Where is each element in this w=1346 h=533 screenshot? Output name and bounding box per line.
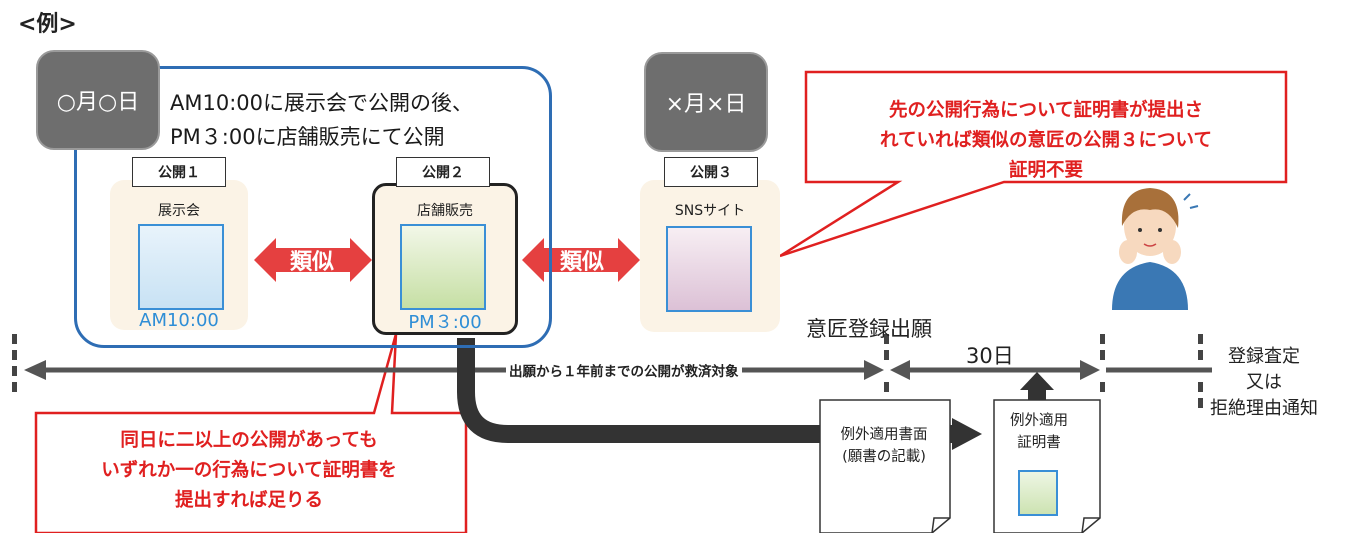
- callout-bottom-line-1: 同日に二以上の公開があっても: [120, 430, 378, 451]
- callout-bottom-text: 同日に二以上の公開があっても いずれか一の行為について証明書を 提出すれば足りる: [44, 426, 454, 516]
- decision-line-3: 拒絶理由通知: [1210, 398, 1318, 419]
- doc1-line-1: 例外適用書面: [840, 427, 928, 443]
- date-box-1: ○月○日: [36, 50, 160, 150]
- decision-line-2: 又は: [1246, 372, 1282, 393]
- similar-arrow-1: [254, 238, 372, 282]
- filing-label: 意匠登録出願: [806, 317, 932, 341]
- venue-2: 店舗販売: [417, 203, 473, 219]
- venue-3: SNSサイト: [674, 203, 746, 219]
- days-label: 30日: [966, 344, 1014, 368]
- doc1-shape: [819, 399, 951, 533]
- time-2: PM３:00: [408, 312, 482, 333]
- date-box-2: ×月×日: [644, 52, 768, 152]
- timeline-markers: [12, 334, 1203, 408]
- event-description: AM10:00に展示会で公開の後、 PM３:00に店舗販売にて公開: [170, 86, 473, 154]
- callout-top: [779, 70, 1288, 258]
- decision-line-1: 登録査定: [1228, 346, 1300, 367]
- publication-label-3: 公開３: [664, 157, 758, 187]
- callout-bottom: [34, 333, 468, 533]
- publication-label-2: 公開２: [396, 157, 490, 187]
- doc2-line-2: 証明書: [1017, 435, 1061, 451]
- decision-label: 登録査定 又は 拒絶理由通知: [1196, 344, 1332, 422]
- venue-1: 展示会: [158, 203, 200, 219]
- similar-label-1: 類似: [289, 250, 334, 275]
- doc1-line-2: (願書の記載): [842, 449, 926, 465]
- timeline-span-text: 出願から１年前までの公開が救済対象: [506, 360, 742, 380]
- publication-label-1: 公開１: [132, 157, 226, 187]
- event-line-1: AM10:00に展示会で公開の後、: [170, 91, 474, 115]
- time-1: AM10:00: [139, 310, 219, 331]
- similar-label-2: 類似: [559, 250, 604, 275]
- filing-arrow: [457, 338, 952, 443]
- same-day-group: [74, 66, 552, 348]
- doc2-line-1: 例外適用: [1010, 413, 1068, 429]
- necklace-image-3: [666, 226, 752, 312]
- exception-document-text: 例外適用書面 (願書の記載): [824, 424, 944, 468]
- callout-top-line-2: れていれば類似の意匠の公開３について: [880, 130, 1212, 151]
- callout-top-line-1: 先の公開行為について証明書が提出さ: [889, 100, 1203, 121]
- callout-bottom-line-2: いずれか一の行為について証明書を: [101, 460, 397, 481]
- event-line-2: PM３:00に店舗販売にて公開: [170, 125, 445, 149]
- exception-certificate-text: 例外適用 証明書: [998, 410, 1080, 454]
- heading: <例>: [18, 12, 77, 37]
- necklace-image-certificate: [1018, 470, 1058, 516]
- callout-bottom-line-3: 提出すれば足りる: [174, 490, 323, 511]
- callout-top-text: 先の公開行為について証明書が提出さ れていれば類似の意匠の公開３について 証明不…: [812, 96, 1280, 186]
- person-illustration: [1112, 188, 1199, 310]
- callout-top-line-3: 証明不要: [1008, 160, 1083, 181]
- necklace-image-1: [138, 224, 224, 310]
- necklace-image-2: [400, 224, 486, 310]
